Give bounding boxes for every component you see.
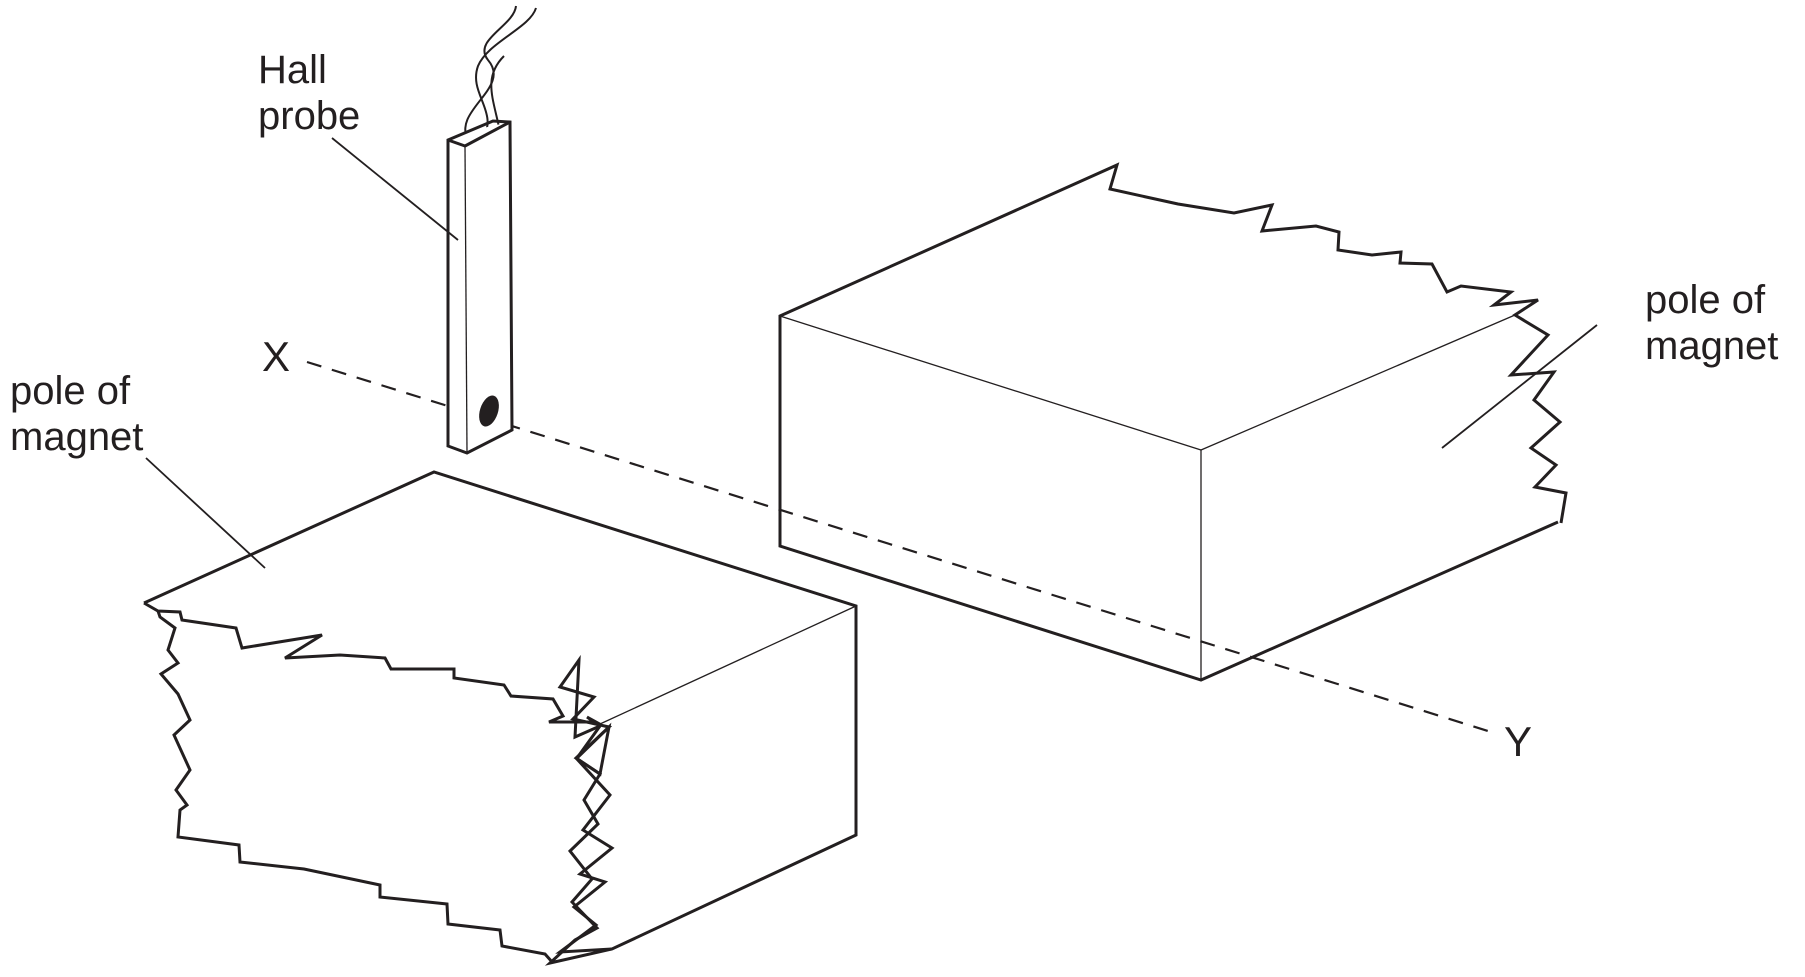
left-pole-label-line1: pole of — [10, 369, 131, 413]
right-pole-label-line1: pole of — [1645, 278, 1766, 322]
left-pole-leader — [145, 457, 266, 569]
right-magnet-front-top-edge — [779, 315, 1202, 451]
probe-wire-2 — [475, 7, 537, 141]
probe-outline — [446, 119, 514, 455]
hall-probe — [446, 5, 537, 455]
hall-probe-leader — [331, 137, 459, 241]
right-magnet-pole — [780, 165, 1566, 680]
hall-sensor-element — [479, 395, 499, 427]
hall-probe-label-line1: Hall — [258, 48, 327, 92]
left-magnet-fill-lower — [153, 534, 612, 963]
right-magnet-side-top-edge — [1200, 314, 1516, 451]
probe-top-edge-2 — [464, 120, 511, 148]
right-magnet-front-face — [780, 316, 1201, 680]
axis-start-label: X — [262, 333, 290, 380]
left-pole-label-line2: magnet — [10, 415, 143, 459]
right-pole-leader — [1441, 324, 1598, 449]
left-magnet-pole — [143, 470, 858, 966]
probe-body — [448, 122, 512, 453]
probe-front-edge — [464, 145, 468, 454]
left-magnet-jagged-right — [555, 722, 615, 954]
right-magnet-side-face — [1201, 315, 1566, 680]
right-magnet-top-face — [780, 165, 1538, 450]
probe-top-edge — [447, 138, 466, 148]
left-magnet-outline — [143, 470, 858, 966]
axis-end-label: Y — [1504, 718, 1532, 765]
left-magnet-jagged-top — [143, 601, 602, 728]
right-magnet-top-edge — [778, 162, 1568, 682]
hall-probe-label-line2: probe — [258, 94, 360, 138]
probe-wire-1 — [464, 5, 517, 141]
left-magnet-jagged-left — [156, 610, 555, 964]
left-magnet-top-right-edge — [599, 605, 857, 725]
right-magnet-outline — [778, 162, 1568, 682]
right-pole-label-line2: magnet — [1645, 324, 1778, 368]
